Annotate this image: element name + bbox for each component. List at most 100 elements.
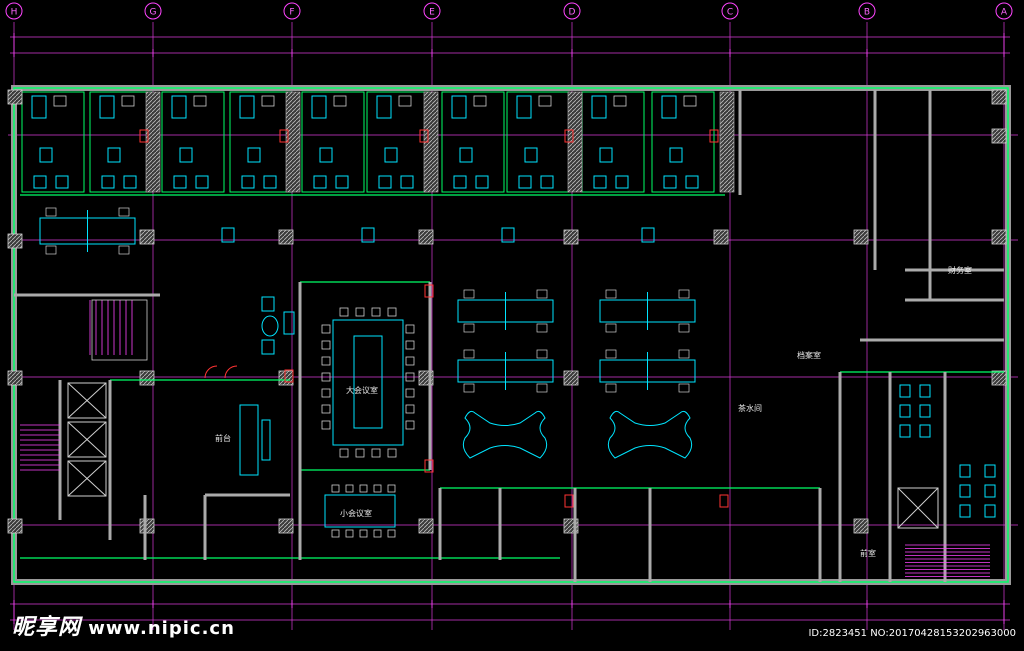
column — [991, 370, 1007, 386]
axis-bubble — [721, 2, 739, 20]
office-desk — [669, 147, 683, 163]
door-swing — [204, 365, 218, 379]
chair — [373, 529, 382, 538]
column — [713, 229, 729, 245]
column-marker — [501, 227, 515, 243]
door — [424, 459, 434, 473]
chair — [405, 324, 415, 334]
label-big-meeting: 大会议室 — [346, 385, 378, 395]
column — [418, 229, 434, 245]
workstation-chair — [463, 289, 475, 299]
office-desk — [319, 147, 333, 163]
restrooms — [899, 384, 996, 518]
chair — [321, 388, 331, 398]
chair — [321, 324, 331, 334]
column — [278, 370, 294, 386]
office-desk — [591, 95, 607, 119]
office-cell — [161, 91, 225, 193]
office-chair — [55, 175, 69, 189]
office-cell — [21, 91, 85, 193]
chair — [405, 340, 415, 350]
office-cell — [506, 91, 570, 193]
chair — [321, 420, 331, 430]
label-finance: 财务室 — [948, 265, 972, 275]
axis-bubble-label: E — [429, 8, 435, 18]
axis-bubble — [563, 2, 581, 20]
small-meeting-room — [324, 494, 396, 528]
office-chair — [685, 175, 699, 189]
workstation-chair — [605, 383, 617, 393]
reception-desk — [239, 404, 271, 476]
column — [7, 518, 23, 534]
office-desk — [376, 95, 392, 119]
label-archive: 档案室 — [797, 350, 821, 360]
big-meeting-room — [332, 319, 404, 446]
chair — [387, 529, 396, 538]
watermark-url: www.nipic.cn — [88, 618, 235, 639]
dimension-ticks — [13, 33, 1005, 624]
office-chair — [683, 95, 697, 107]
office-chair — [261, 95, 275, 107]
axis-bubble-label: G — [150, 8, 157, 18]
chair — [371, 307, 381, 317]
column — [853, 518, 869, 534]
column-marker — [641, 227, 655, 243]
chair — [405, 420, 415, 430]
elevators — [67, 382, 939, 529]
axis-bubble-label: F — [289, 8, 294, 18]
toilet — [959, 504, 971, 518]
door — [279, 129, 289, 143]
office-chair — [473, 95, 487, 107]
chair — [331, 484, 340, 493]
office-desk — [31, 95, 47, 119]
office-desk — [661, 95, 677, 119]
chair — [331, 529, 340, 538]
axis-bubble — [5, 2, 23, 20]
label-reception: 前台 — [215, 433, 231, 443]
workstation-chair — [463, 349, 475, 359]
axis-bubble — [283, 2, 301, 20]
storage-strip — [719, 91, 735, 193]
axis-bubble — [423, 2, 441, 20]
column — [278, 518, 294, 534]
column — [991, 229, 1007, 245]
door — [709, 129, 719, 143]
office-chair — [123, 175, 137, 189]
toilet — [899, 384, 911, 398]
axis-bubble-label: B — [864, 8, 870, 18]
column-marker — [361, 227, 375, 243]
chair — [321, 372, 331, 382]
office-desk — [599, 147, 613, 163]
workstation-chair — [605, 289, 617, 299]
office-chair — [53, 95, 67, 107]
bone-table — [607, 410, 693, 459]
office-chair — [398, 95, 412, 107]
office-desk — [171, 95, 187, 119]
door — [139, 129, 149, 143]
workstation-chair — [536, 383, 548, 393]
toilet — [984, 504, 996, 518]
office-desk — [239, 95, 255, 119]
door — [564, 494, 574, 508]
column — [139, 518, 155, 534]
office-chair — [335, 175, 349, 189]
office-desk — [451, 95, 467, 119]
door — [719, 494, 729, 508]
column — [139, 370, 155, 386]
workstation-chair — [118, 245, 130, 255]
workstation-chair — [463, 383, 475, 393]
column — [139, 229, 155, 245]
toilet — [899, 404, 911, 418]
chair — [345, 484, 354, 493]
column — [7, 233, 23, 249]
chair — [371, 448, 381, 458]
office-chair — [33, 175, 47, 189]
doors — [139, 129, 729, 508]
office-desk — [247, 147, 261, 163]
office-desk — [459, 147, 473, 163]
column — [7, 370, 23, 386]
chair — [321, 340, 331, 350]
workstation-chair — [45, 207, 57, 217]
office-chair — [193, 95, 207, 107]
